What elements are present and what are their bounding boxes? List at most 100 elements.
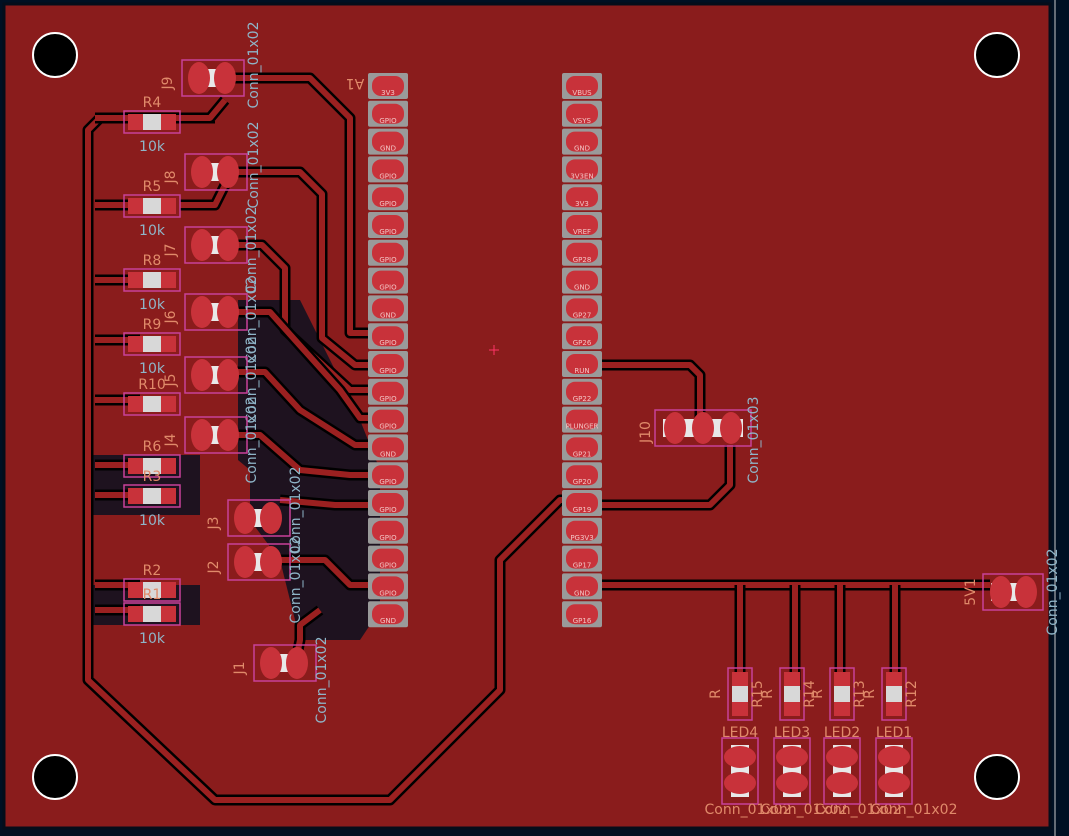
- header-left-pin: GPIO: [368, 573, 408, 599]
- header-left-pin: GPIO: [368, 518, 408, 544]
- header-left-pin: GPIO: [368, 351, 408, 377]
- resistor-ref: R3: [143, 469, 162, 485]
- resistor-value: 10k: [139, 139, 166, 155]
- led-value: Conn_01x02: [870, 802, 957, 818]
- header-right-pin-label: VSYS: [573, 117, 592, 125]
- header-right-pin: GP20: [562, 462, 602, 488]
- mounting-hole-top-left: [33, 33, 77, 77]
- resistor-value: 10k: [139, 631, 166, 647]
- header-left-pin: GPIO: [368, 156, 408, 182]
- header-left-pin: GND: [368, 129, 408, 155]
- header-left-pin-label: GND: [380, 617, 396, 625]
- connector-value: Conn_01x03: [746, 396, 762, 483]
- header-right-pin-label: GP20: [573, 478, 592, 486]
- led-ref: LED4: [722, 725, 758, 741]
- header-right-pin: VREF: [562, 212, 602, 238]
- header-right-pin-label: GP28: [573, 256, 592, 264]
- connector-ref: J9: [160, 76, 176, 90]
- connector-ref: J7: [163, 243, 179, 257]
- connector-value: Conn_01x02: [1045, 548, 1061, 635]
- connector-ref: J3: [206, 516, 222, 530]
- header-right-pin-label: GND: [574, 589, 590, 597]
- header-right-pin-label: 3V3: [575, 200, 589, 208]
- header-left-pin-label: GPIO: [379, 562, 397, 570]
- header-left-pin: GPIO: [368, 407, 408, 433]
- header-right-pin: 3V3: [562, 184, 602, 210]
- header-left-pin-label: GPIO: [379, 367, 397, 375]
- header-left-pin: GPIO: [368, 184, 408, 210]
- header-right-pin: RUN: [562, 351, 602, 377]
- header-right-pin-label: GP16: [573, 617, 592, 625]
- led-resistor-ref: R12: [904, 680, 920, 708]
- header-left-pin-label: GPIO: [379, 589, 397, 597]
- connector-value: Conn_01x02: [246, 121, 262, 208]
- header-right-pin: GP17: [562, 546, 602, 572]
- header-left-ref: A1: [346, 75, 364, 91]
- resistor-ref: R1: [143, 587, 162, 603]
- connector-value: Conn_01x02: [314, 636, 330, 723]
- header-right-pin-label: RUN: [574, 367, 589, 375]
- header-left-pin: GPIO: [368, 379, 408, 405]
- header-left-pin: GPIO: [368, 462, 408, 488]
- header-left-pin: GPIO: [368, 212, 408, 238]
- header-right-pin: VBUS: [562, 73, 602, 99]
- resistor-ref: R2: [143, 563, 162, 579]
- header-right-pin-label: 3V3EN: [570, 172, 593, 180]
- resistor-ref: R4: [143, 95, 162, 111]
- header-right-pin: PLUNGER: [562, 407, 602, 433]
- header-right-pin-label: PLUNGER: [566, 423, 599, 431]
- header-left-pin-label: GND: [380, 311, 396, 319]
- header-left-pin: GND: [368, 295, 408, 321]
- header-right-pin: GND: [562, 268, 602, 294]
- resistor-value: 10k: [139, 223, 166, 239]
- header-right-pin: GP16: [562, 601, 602, 627]
- header-left-pin: GPIO: [368, 101, 408, 127]
- connector-ref: J5: [163, 373, 179, 387]
- header-right-pin-label: VREF: [573, 228, 591, 236]
- header-left-pin: GPIO: [368, 268, 408, 294]
- header-left-pin: 3V3: [368, 73, 408, 99]
- header-right-pin: GP27: [562, 295, 602, 321]
- connector-ref: J1: [232, 661, 248, 675]
- header-left-pin-label: GPIO: [379, 117, 397, 125]
- header-left-pin-label: GPIO: [379, 172, 397, 180]
- header-left-pin-label: GPIO: [379, 200, 397, 208]
- resistor-ref: R9: [143, 317, 162, 333]
- header-left-pin-label: GND: [380, 450, 396, 458]
- header-left-pin-label: GPIO: [379, 339, 397, 347]
- header-right-pin-label: GP21: [573, 450, 592, 458]
- header-left-pin: GPIO: [368, 490, 408, 516]
- resistor-value: 10k: [139, 361, 166, 377]
- led-resistor-value: R: [708, 689, 724, 699]
- resistor-ref: R8: [143, 253, 162, 269]
- header-left-pin: GPIO: [368, 323, 408, 349]
- header-right-pin-label: GND: [574, 284, 590, 292]
- header-left-pin-label: GND: [380, 145, 396, 153]
- header-left-pin-label: GPIO: [379, 534, 397, 542]
- resistor-value: 10k: [139, 513, 166, 529]
- connector-value: Conn_01x02: [244, 396, 260, 483]
- led-ref: LED2: [824, 725, 860, 741]
- resistor-ref: R5: [143, 179, 162, 195]
- header-right-pin-label: GP19: [573, 506, 592, 514]
- header-right-pin: GP21: [562, 434, 602, 460]
- led-ref: LED3: [774, 725, 810, 741]
- header-right-pin-label: GND: [574, 145, 590, 153]
- connector-ref: J10: [638, 421, 654, 444]
- connector-value: Conn_01x02: [246, 21, 262, 108]
- header-right-pin: GP19: [562, 490, 602, 516]
- header-left-pin: GND: [368, 601, 408, 627]
- connector-ref: J8: [163, 170, 179, 184]
- header-left-pin-label: GPIO: [379, 256, 397, 264]
- connector-ref: J2: [206, 560, 222, 574]
- header-right-pin: GP28: [562, 240, 602, 266]
- header-right-pin-label: GP17: [573, 562, 592, 570]
- header-right-pin: VSYS: [562, 101, 602, 127]
- header-right-pin-label: GP27: [573, 311, 592, 319]
- resistor-ref: R6: [143, 439, 162, 455]
- header-left-pin-label: GPIO: [379, 395, 397, 403]
- mounting-hole-bottom-right: [975, 755, 1019, 799]
- header-right-pin: GND: [562, 129, 602, 155]
- header-right-pin-label: GP26: [573, 339, 592, 347]
